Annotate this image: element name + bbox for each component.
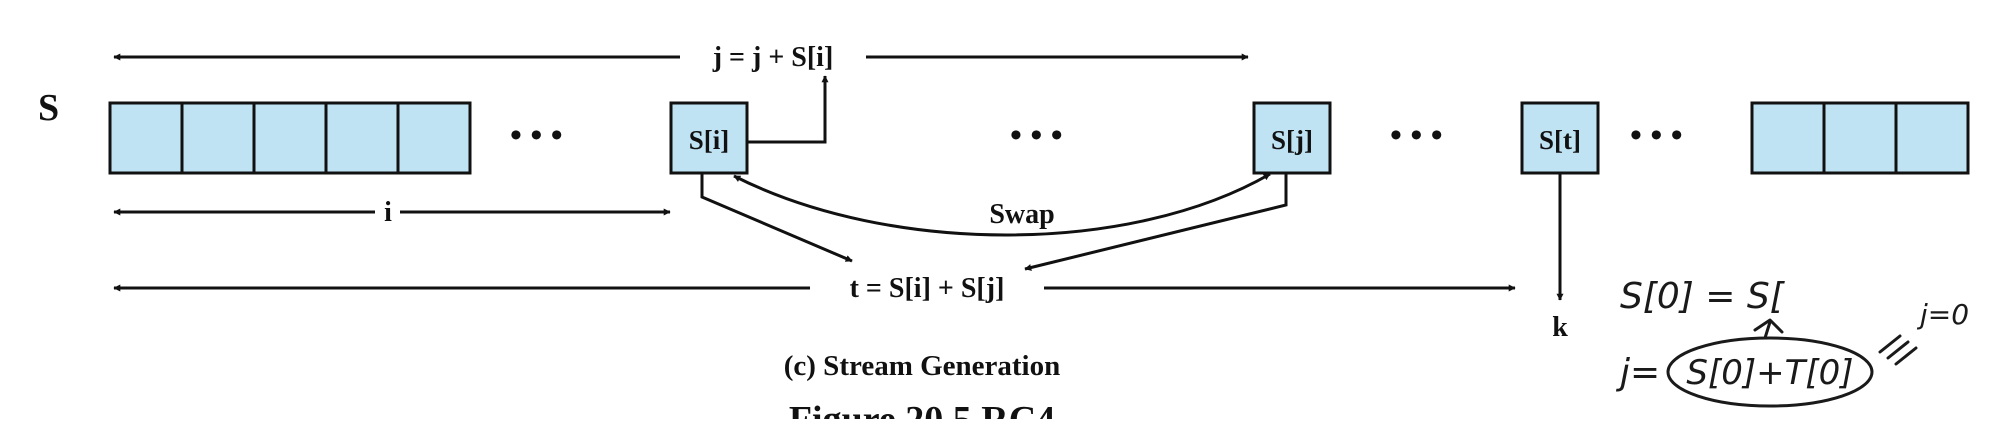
array-cell [1822, 101, 1898, 175]
left-cell-block [108, 101, 472, 175]
array-cell [1750, 101, 1826, 175]
handwritten-circle [1666, 336, 1874, 408]
t-formula: t = S[i] + S[j] [850, 273, 1005, 304]
cell-s-i-label: S[i] [689, 125, 730, 155]
swap-label: Swap [989, 199, 1054, 230]
ellipsis: • • • [1630, 117, 1683, 154]
ellipsis: • • • [1010, 117, 1063, 154]
caption: (c) Stream Generation [784, 350, 1061, 382]
handwritten-arrow-marks [1878, 334, 1918, 366]
cell-s-i [669, 101, 749, 175]
swap-arrow [733, 172, 1271, 237]
ellipsis: • • • [510, 117, 563, 154]
s-i-to-formula-arrow [747, 75, 829, 144]
ellipsis: • • • [1390, 117, 1443, 154]
handwritten-notes: S[0] = S[ j= S[0]+T[0] j=0 [1615, 276, 1969, 408]
s-j-to-t-arrow [1024, 173, 1288, 271]
figure-title: Figure 20.5 RC4 [789, 399, 1055, 419]
array-cell [396, 101, 472, 175]
cell-s-j-label: S[j] [1271, 125, 1313, 155]
handwritten-circled-text: S[0]+T[0] [1686, 353, 1853, 393]
array-cell [324, 101, 400, 175]
handwritten-up-arrow [1753, 318, 1784, 340]
cell-s-t-label: S[t] [1539, 125, 1581, 155]
array-cell [1894, 101, 1970, 175]
array-cell [108, 101, 184, 175]
array-cell [180, 101, 256, 175]
handwritten-line-1: S[0] = S[ [1620, 276, 1786, 317]
output-label: k [1552, 312, 1568, 343]
array-label: S [38, 87, 59, 129]
cell-s-j [1252, 101, 1332, 175]
handwritten-side-note: j=0 [1916, 298, 1969, 331]
array-cell [252, 101, 328, 175]
index-label: i [384, 197, 392, 228]
s-i-to-t-arrow [700, 173, 853, 263]
handwritten-line-2-prefix: j= [1615, 352, 1660, 393]
top-formula: j = j + S[i] [712, 42, 834, 73]
right-cell-block [1750, 101, 1970, 175]
